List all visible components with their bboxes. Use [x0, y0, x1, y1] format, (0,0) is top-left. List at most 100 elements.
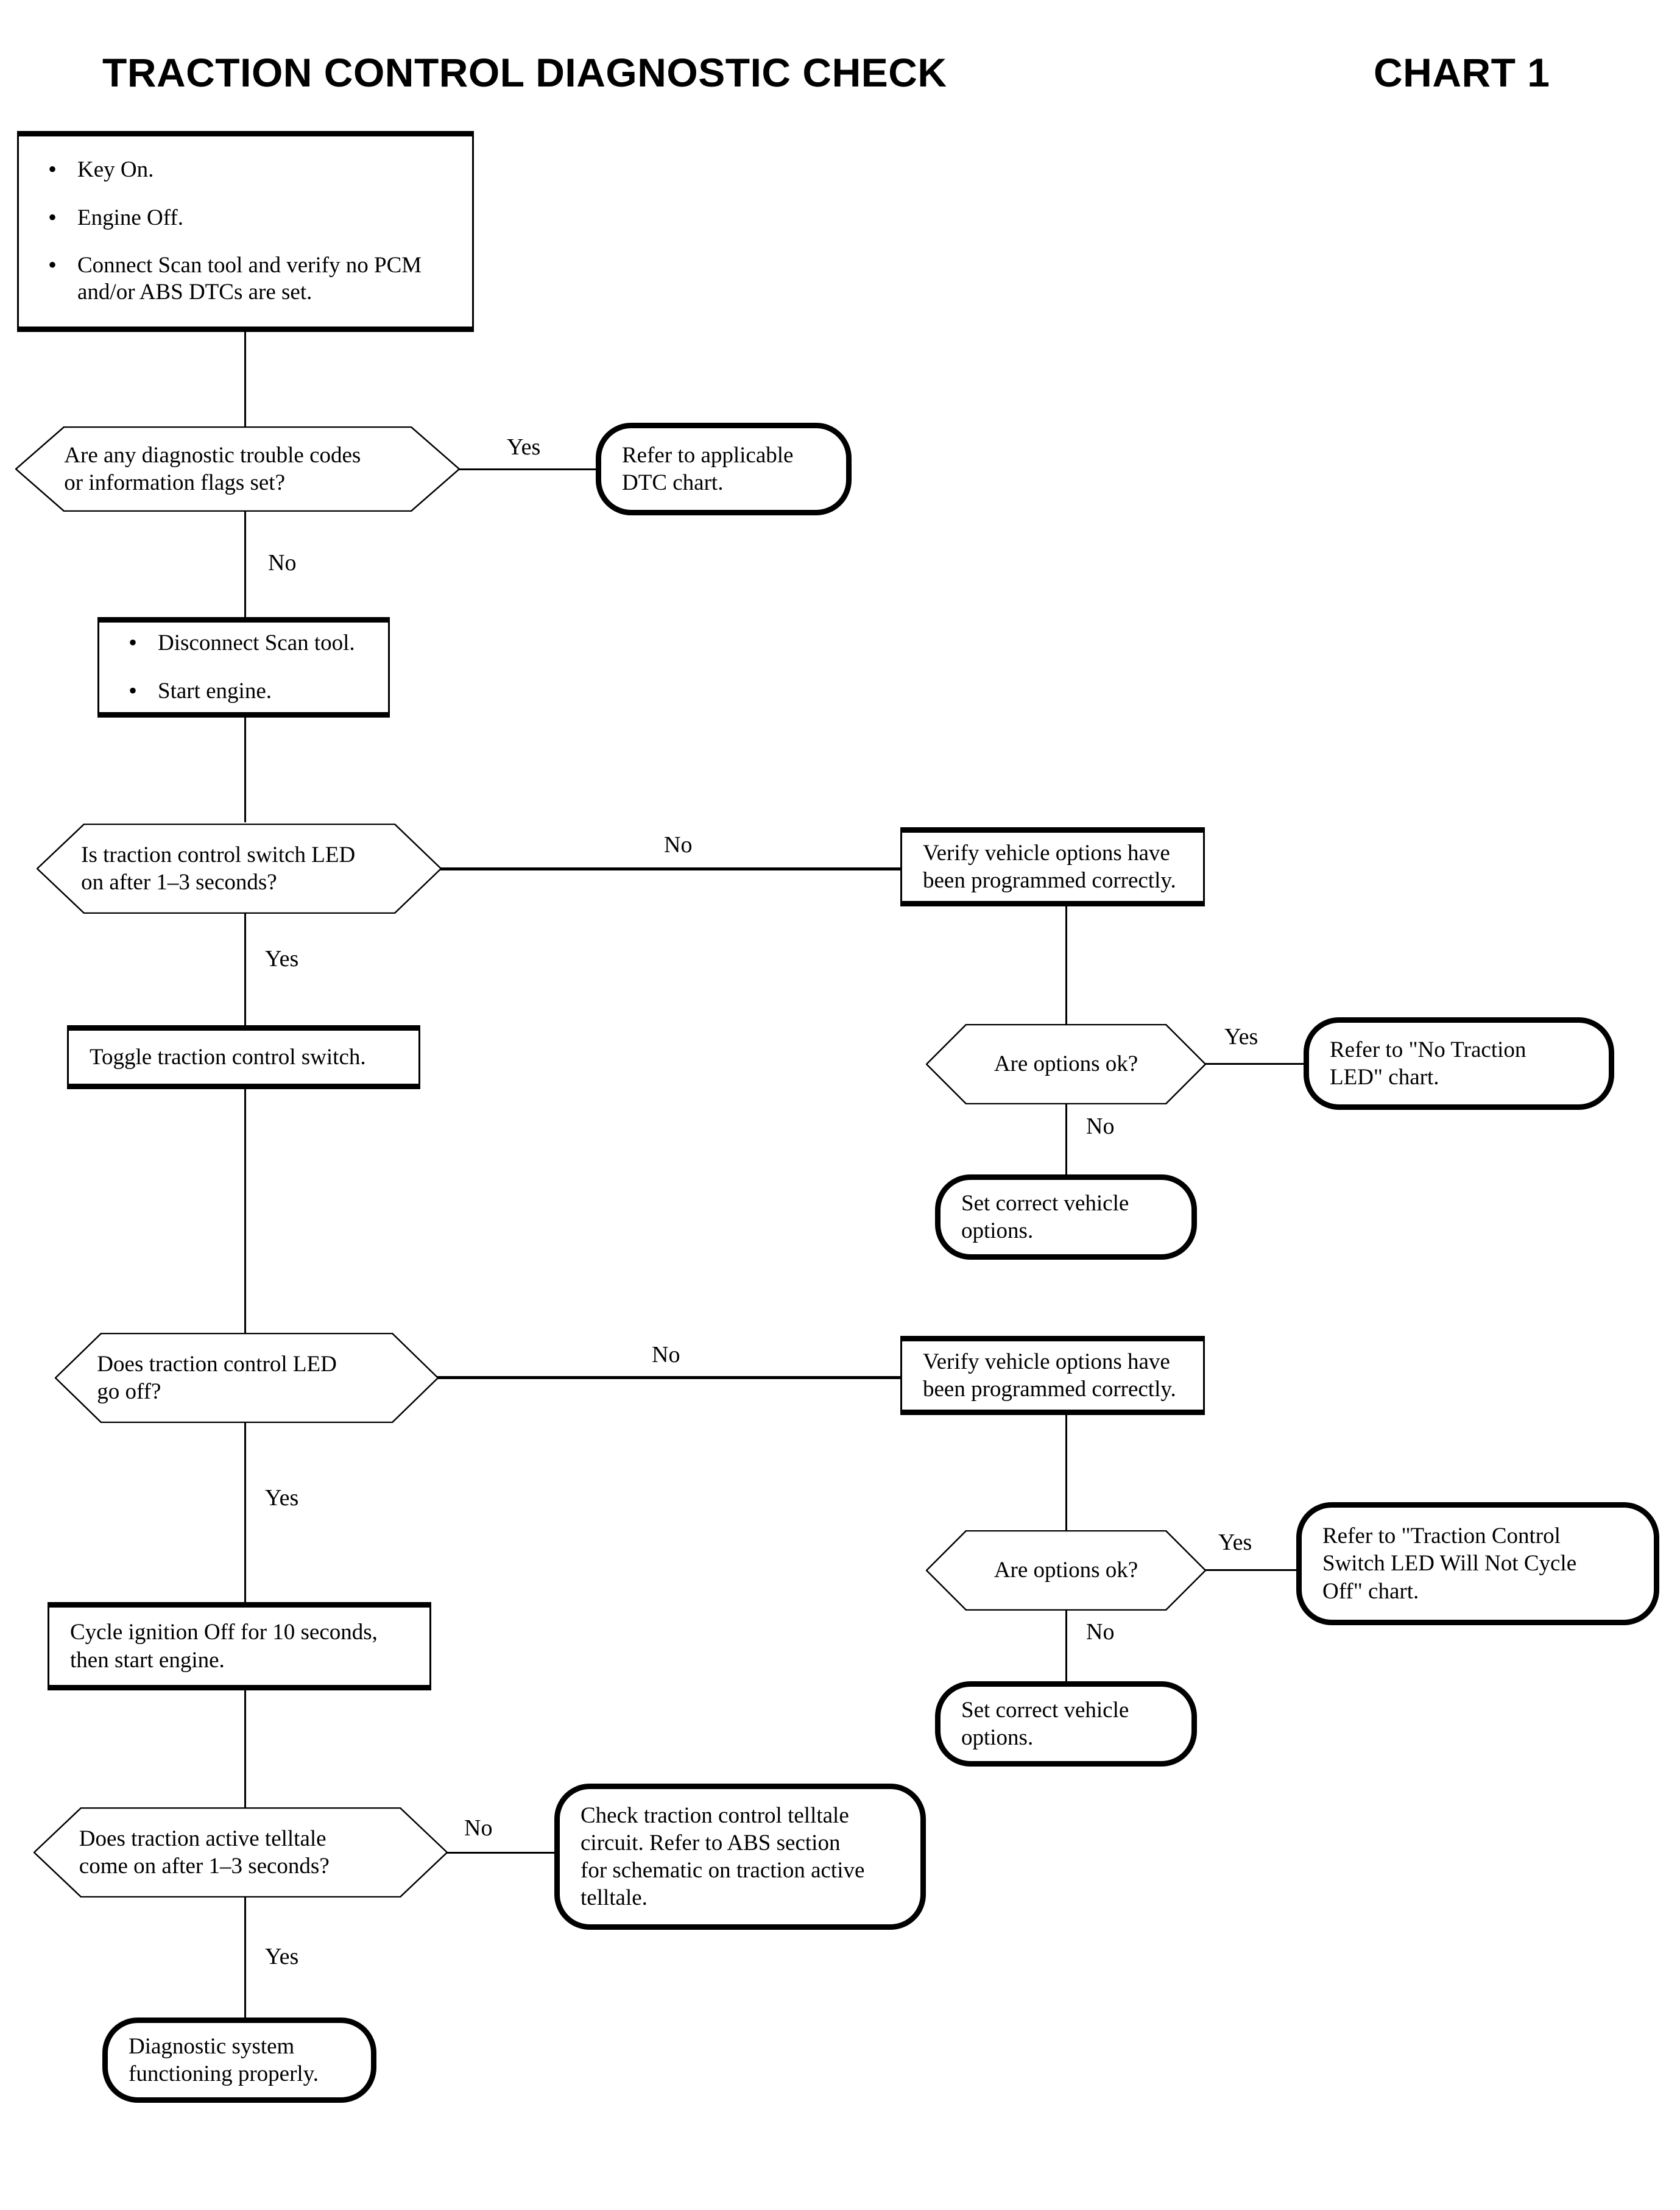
branch-label-telltale-no: No — [464, 1815, 493, 1841]
decision-dtc-line1: Are any diagnostic trouble codes — [64, 442, 361, 468]
decision-switch-led-line2: on after 1–3 seconds? — [81, 870, 277, 895]
check-telltale-line1: Check traction control telltale — [581, 1802, 849, 1828]
toggle-switch-line1: Toggle traction control switch. — [90, 1044, 366, 1070]
node-verify-options-2: Verify vehicle options have been program… — [900, 1336, 1205, 1415]
connector-cycle-to-telltale — [244, 1690, 246, 1807]
node-decision-telltale: Does traction active telltale come on af… — [34, 1807, 448, 1898]
node-disconnect-start: Disconnect Scan tool. Start engine. — [97, 617, 390, 718]
node-check-telltale-circuit: Check traction control telltale circuit.… — [554, 1784, 926, 1930]
connector-options-ok-1-yes — [1205, 1063, 1306, 1065]
connector-options-ok-2-no — [1065, 1611, 1067, 1700]
check-telltale-line4: telltale. — [581, 1885, 648, 1911]
refer-dtc-chart-line1: Refer to applicable — [622, 442, 794, 468]
refer-dtc-chart-line2: DTC chart. — [622, 470, 724, 495]
node-set-options-1: Set correct vehicle options. — [935, 1174, 1197, 1260]
branch-label-telltale-yes: Yes — [265, 1944, 299, 1969]
connector-start-to-dtc — [244, 332, 246, 426]
hexagon-shape — [55, 1333, 439, 1423]
branch-label-led-go-off-no: No — [652, 1342, 680, 1368]
hexagon-shape — [926, 1530, 1206, 1611]
diagnostic-ok-line2: functioning properly. — [129, 2061, 319, 2086]
connector-verify2-to-optionsok2 — [1065, 1415, 1067, 1530]
decision-dtc-text: Are any diagnostic trouble codes or info… — [64, 426, 411, 512]
check-telltale-line2: circuit. Refer to ABS section — [581, 1830, 841, 1855]
bullet-key-on: Key On. — [40, 155, 459, 184]
toggle-switch-content: Toggle traction control switch. — [69, 1031, 418, 1084]
hexagon-shape — [34, 1807, 448, 1898]
check-telltale-circuit-content: Check traction control telltale circuit.… — [560, 1789, 920, 1924]
check-telltale-line3: for schematic on traction active — [581, 1858, 865, 1883]
start-box-content: Key On. Engine Off. Connect Scan tool an… — [19, 136, 472, 327]
connector-verify1-to-optionsok1 — [1065, 906, 1067, 1024]
verify-options-2-line2: been programmed correctly. — [923, 1377, 1176, 1402]
branch-label-switch-led-no: No — [664, 832, 693, 858]
node-refer-no-traction-led: Refer to "No Traction LED" chart. — [1304, 1017, 1614, 1110]
node-toggle-switch: Toggle traction control switch. — [67, 1025, 420, 1089]
disconnect-box-bullets: Disconnect Scan tool. Start engine. — [120, 628, 375, 705]
verify-options-2-line1: Verify vehicle options have — [923, 1349, 1170, 1374]
verify-options-1-line1: Verify vehicle options have — [923, 840, 1170, 866]
decision-telltale-line1: Does traction active telltale — [79, 1826, 326, 1851]
connector-led-go-off-no — [437, 1376, 903, 1379]
verify-options-1-content: Verify vehicle options have been program… — [902, 833, 1203, 901]
bullet-disconnect-scan-tool: Disconnect Scan tool. — [120, 628, 375, 657]
decision-switch-led-line1: Is traction control switch LED — [81, 842, 356, 867]
branch-label-led-go-off-yes: Yes — [265, 1485, 299, 1511]
refer-cycle-off-line2: Switch LED Will Not Cycle — [1322, 1551, 1577, 1576]
decision-options-ok-2-line1: Are options ok? — [994, 1558, 1138, 1583]
decision-led-go-off-line2: go off? — [97, 1379, 161, 1404]
node-refer-dtc-chart: Refer to applicable DTC chart. — [596, 423, 852, 515]
branch-label-dtc-yes: Yes — [507, 434, 541, 460]
refer-cycle-off-content: Refer to "Traction Control Switch LED Wi… — [1302, 1508, 1654, 1620]
hexagon-shape — [37, 824, 442, 914]
set-options-1-line2: options. — [961, 1218, 1034, 1243]
page-title: TRACTION CONTROL DIAGNOSTIC CHECK — [102, 50, 947, 95]
start-box-bullets: Key On. Engine Off. Connect Scan tool an… — [40, 155, 459, 306]
decision-dtc-line2: or information flags set? — [64, 470, 285, 495]
bullet-start-engine: Start engine. — [120, 676, 375, 705]
branch-label-options-ok-2-yes: Yes — [1218, 1530, 1252, 1555]
node-diagnostic-ok: Diagnostic system functioning properly. — [102, 2018, 376, 2103]
verify-options-1-line2: been programmed correctly. — [923, 868, 1176, 893]
set-options-2-line1: Set correct vehicle — [961, 1697, 1129, 1723]
verify-options-2-content: Verify vehicle options have been program… — [902, 1341, 1203, 1410]
diagnostic-ok-line1: Diagnostic system — [129, 2033, 295, 2059]
node-start-conditions: Key On. Engine Off. Connect Scan tool an… — [17, 131, 474, 332]
decision-options-ok-2-text: Are options ok? — [926, 1530, 1206, 1611]
node-decision-dtc: Are any diagnostic trouble codes or info… — [15, 426, 460, 512]
cycle-ignition-content: Cycle ignition Off for 10 seconds, then … — [49, 1608, 429, 1685]
branch-label-options-ok-1-no: No — [1086, 1114, 1115, 1139]
connector-telltale-no — [446, 1852, 558, 1854]
connector-options-ok-1-no — [1065, 1104, 1067, 1195]
connector-switch-led-yes — [244, 914, 246, 1025]
node-refer-cycle-off: Refer to "Traction Control Switch LED Wi… — [1296, 1502, 1659, 1625]
node-decision-options-ok-1: Are options ok? — [926, 1024, 1206, 1104]
refer-dtc-chart-content: Refer to applicable DTC chart. — [601, 428, 846, 510]
bullet-engine-off: Engine Off. — [40, 203, 459, 232]
chart-number-label: CHART 1 — [1374, 50, 1550, 95]
decision-switch-led-text: Is traction control switch LED on after … — [81, 824, 397, 914]
bullet-connect-scan-tool: Connect Scan tool and verify no PCM and/… — [40, 250, 459, 306]
connector-led-go-off-yes — [244, 1423, 246, 1608]
set-options-2-line2: options. — [961, 1725, 1034, 1750]
connector-dtc-yes — [459, 468, 598, 470]
connector-dtc-no — [244, 512, 246, 618]
refer-no-traction-led-content: Refer to "No Traction LED" chart. — [1309, 1023, 1609, 1104]
node-cycle-ignition: Cycle ignition Off for 10 seconds, then … — [48, 1602, 431, 1690]
refer-no-traction-led-line1: Refer to "No Traction — [1330, 1037, 1526, 1062]
decision-telltale-line2: come on after 1–3 seconds? — [79, 1854, 330, 1879]
decision-options-ok-1-text: Are options ok? — [926, 1024, 1206, 1104]
connector-disconnect-to-switch-led — [244, 718, 246, 822]
connector-toggle-to-led-go-off — [244, 1089, 246, 1333]
branch-label-options-ok-2-no: No — [1086, 1619, 1115, 1645]
cycle-ignition-line1: Cycle ignition Off for 10 seconds, — [70, 1620, 378, 1645]
hexagon-shape — [926, 1024, 1206, 1104]
decision-led-go-off-text: Does traction control LED go off? — [97, 1333, 396, 1423]
refer-cycle-off-line1: Refer to "Traction Control — [1322, 1523, 1561, 1549]
refer-no-traction-led-line2: LED" chart. — [1330, 1065, 1439, 1090]
branch-label-dtc-no: No — [268, 550, 297, 576]
node-set-options-2: Set correct vehicle options. — [935, 1681, 1197, 1767]
decision-telltale-text: Does traction active telltale come on af… — [79, 1807, 402, 1898]
node-verify-options-1: Verify vehicle options have been program… — [900, 827, 1205, 906]
